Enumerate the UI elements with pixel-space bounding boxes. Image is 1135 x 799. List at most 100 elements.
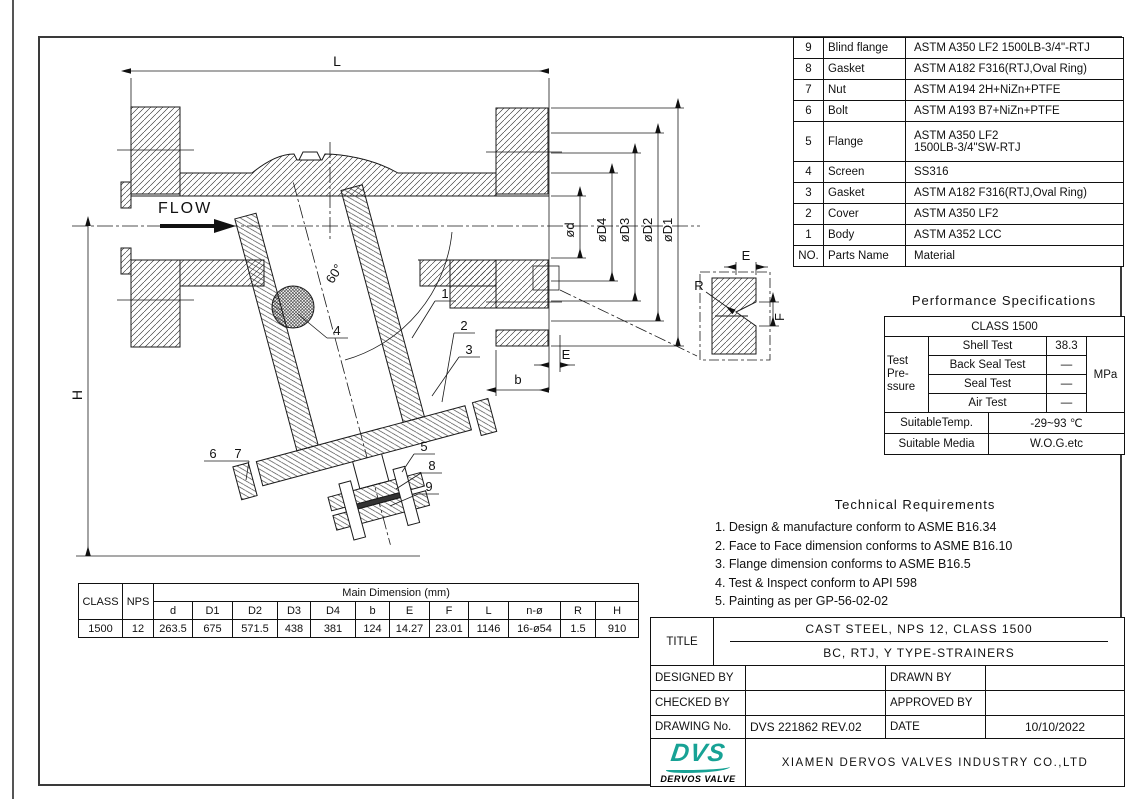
dim-value: 1146	[468, 619, 509, 638]
part-material: ASTM A182 F316(RTJ,Oval Ring)	[905, 58, 1124, 80]
test-value: —	[1046, 355, 1087, 375]
dia-D1-label: øD1	[660, 218, 675, 243]
part-no: 2	[793, 203, 824, 225]
header-parts-name: Parts Name	[823, 245, 906, 267]
dim-b-label: b	[514, 372, 521, 387]
callout-3: 3	[465, 342, 472, 357]
angle-60-label: 60°	[323, 261, 346, 286]
part-no: 9	[793, 37, 824, 59]
part-material: ASTM A193 B7+NiZn+PTFE	[905, 100, 1124, 122]
approved-by-value	[984, 690, 1126, 716]
dim-value: 124	[355, 619, 390, 638]
detail-F-label: F	[772, 313, 787, 321]
nps-header: NPS	[122, 583, 154, 620]
col-header: D1	[192, 601, 233, 620]
drawing-title-line2: BC, RTJ, Y TYPE-STRAINERS	[823, 646, 1015, 660]
performance-title: Performance Specifications	[911, 293, 1097, 308]
dia-d-label: ød	[562, 222, 577, 237]
test-value: —	[1046, 374, 1087, 394]
detail-R-label: R	[694, 278, 703, 293]
checked-by-value	[745, 690, 886, 716]
main-dimension-table: CLASS NPS Main Dimension (mm) d D1 D2 D3…	[78, 583, 640, 638]
part-no: 6	[793, 100, 824, 122]
drawing-no-value: DVS 221862 REV.02	[745, 715, 886, 739]
drawing-no-label: DRAWING No.	[650, 715, 746, 739]
dim-value: 23.01	[429, 619, 469, 638]
dim-value: 263.5	[153, 619, 193, 638]
part-no: 5	[793, 121, 824, 162]
dim-value: 14.27	[389, 619, 430, 638]
part-name: Cover	[823, 203, 906, 225]
technical-requirements: Technical Requirements 1. Design & manuf…	[715, 497, 1115, 611]
strainer-branch	[232, 182, 498, 545]
part-material: SS316	[905, 161, 1124, 183]
part-name: Blind flange	[823, 37, 906, 59]
suitable-temp-value: -29~93 ℃	[987, 412, 1126, 434]
main-dimension-header: Main Dimension (mm)	[152, 583, 640, 602]
dim-value: 1.5	[560, 619, 596, 638]
approved-by-label: APPROVED BY	[885, 690, 986, 716]
requirement-item: 3. Flange dimension conforms to ASME B16…	[715, 557, 971, 571]
detail-E-label: E	[742, 248, 751, 263]
pressure-unit: MPa	[1085, 336, 1126, 413]
callout-4: 4	[333, 323, 340, 338]
screen-section	[271, 285, 315, 329]
nps-value: 12	[122, 619, 154, 638]
part-no: 8	[793, 58, 824, 80]
dvs-logo-text: DVS	[668, 739, 728, 768]
col-header: H	[594, 601, 640, 620]
designed-by-value	[745, 665, 886, 691]
designed-by-label: DESIGNED BY	[650, 665, 746, 691]
col-header: D4	[310, 601, 356, 620]
callout-2: 2	[460, 318, 467, 333]
part-material: ASTM A352 LCC	[905, 224, 1124, 246]
title-block: TITLE CAST STEEL, NPS 12, CLASS 1500 BC,…	[650, 617, 1126, 787]
part-no: 4	[793, 161, 824, 183]
valve-body-geometry	[72, 106, 700, 545]
callout-1: 1	[441, 286, 448, 301]
part-no: 7	[793, 79, 824, 101]
requirement-item: 2. Face to Face dimension conforms to AS…	[715, 538, 1013, 553]
technical-requirements-title: Technical Requirements	[834, 497, 996, 512]
flow-label: FLOW	[158, 200, 212, 217]
col-header: b	[355, 601, 390, 620]
col-header: L	[468, 601, 509, 620]
dim-L-label: L	[333, 53, 341, 69]
dim-value: 16-ø54	[508, 619, 561, 638]
col-header: n-ø	[508, 601, 561, 620]
suitable-temp-label: SuitableTemp.	[884, 412, 989, 434]
test-name: Back Seal Test	[928, 355, 1047, 375]
company-logo: DVS DERVOS VALVE	[650, 738, 746, 787]
part-no: 1	[793, 224, 824, 246]
part-material: ASTM A182 F316(RTJ,Oval Ring)	[905, 182, 1124, 204]
part-name: Gasket	[823, 58, 906, 80]
test-name: Shell Test	[928, 336, 1047, 356]
suitable-media-label: Suitable Media	[884, 433, 989, 455]
suitable-media-value: W.O.G.etc	[987, 433, 1126, 455]
drawing-title: CAST STEEL, NPS 12, CLASS 1500 BC, RTJ, …	[712, 617, 1126, 666]
col-header: D2	[232, 601, 278, 620]
test-name: Seal Test	[928, 374, 1047, 394]
dia-D3-label: øD3	[617, 218, 632, 243]
part-name: Bolt	[823, 100, 906, 122]
requirement-item: 1. Design & manufacture conform to ASME …	[715, 520, 997, 534]
dia-D4-label: øD4	[594, 218, 609, 243]
flow-arrow	[160, 219, 236, 233]
dim-value: 438	[277, 619, 311, 638]
drawing-title-line1: CAST STEEL, NPS 12, CLASS 1500	[805, 622, 1033, 636]
col-header: D3	[277, 601, 311, 620]
dia-D2-label: øD2	[640, 218, 655, 243]
requirement-item: 5. Painting as per GP-56-02-02	[715, 594, 889, 608]
callout-9: 9	[425, 479, 432, 494]
callout-6: 6	[209, 446, 216, 461]
